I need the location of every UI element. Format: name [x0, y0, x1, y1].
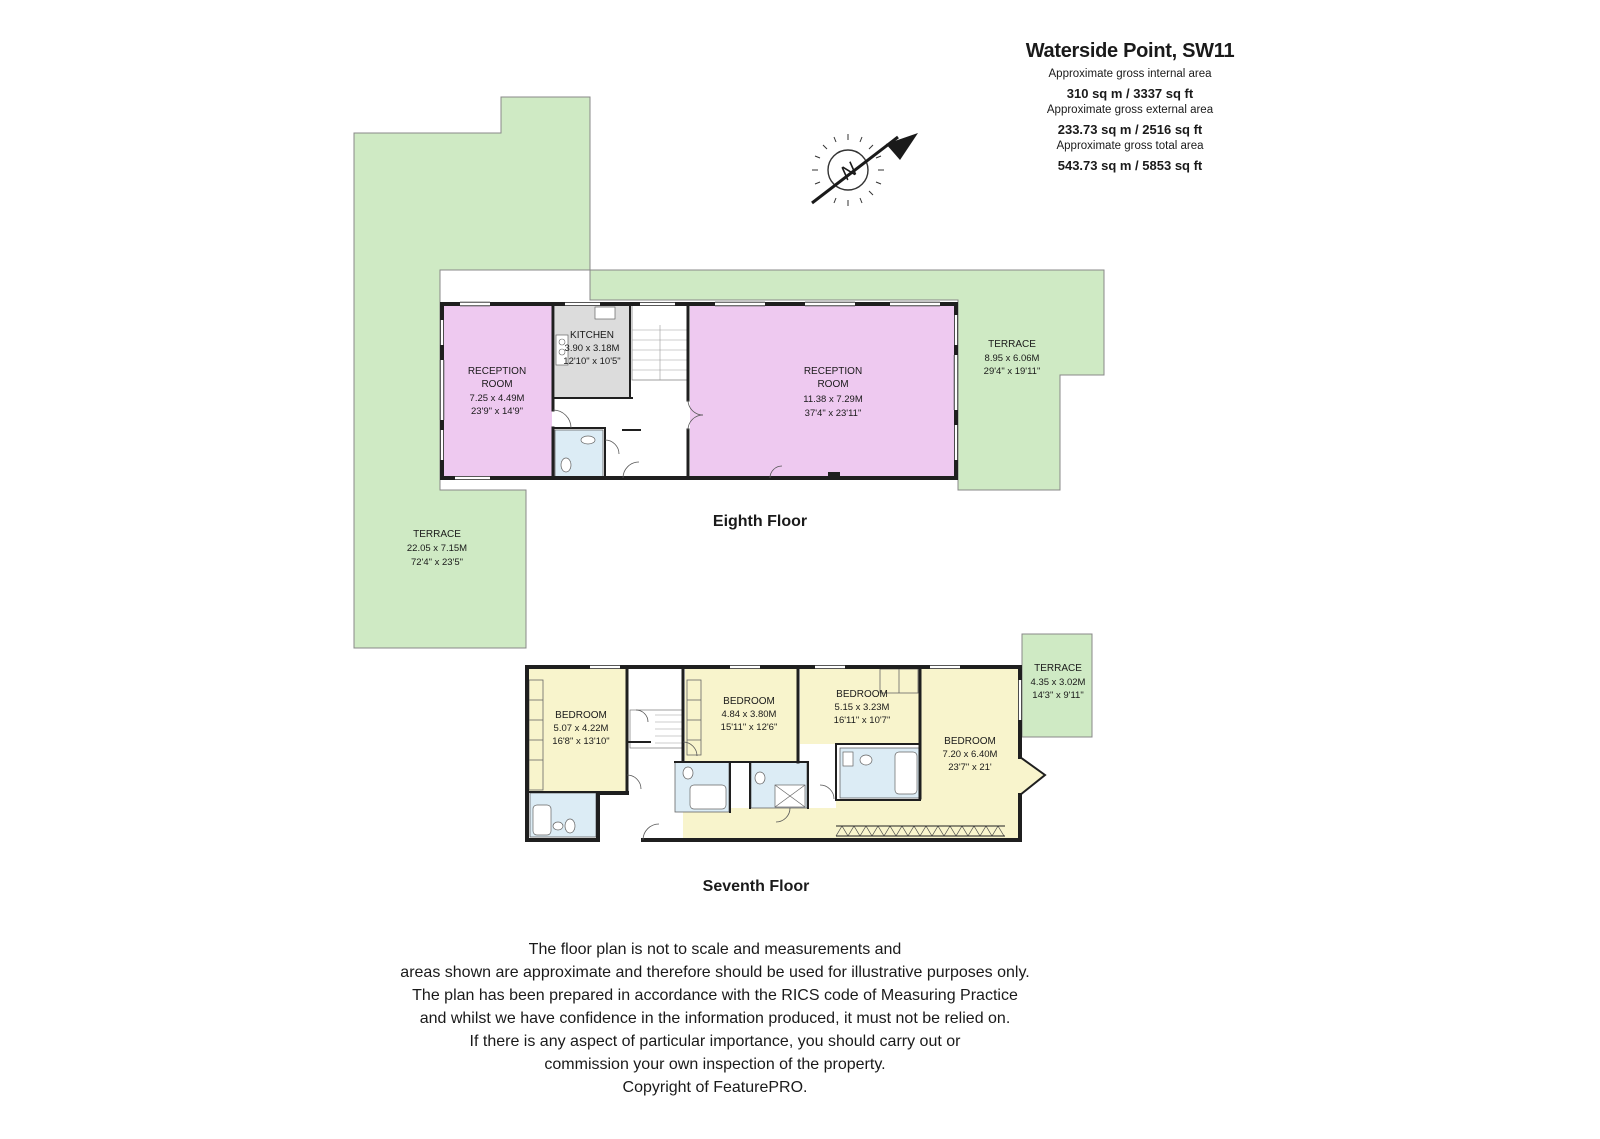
svg-text:4.84 x 3.80M: 4.84 x 3.80M	[722, 709, 777, 720]
svg-text:7.20 x 6.40M: 7.20 x 6.40M	[943, 749, 998, 760]
area-summary: Waterside Point, SW11 Approximate gross …	[960, 40, 1300, 175]
staircase	[631, 304, 688, 381]
stair-hall	[629, 667, 683, 840]
seventh-floor-plan	[525, 633, 1093, 842]
svg-text:4.35 x 3.02M: 4.35 x 3.02M	[1031, 677, 1086, 688]
svg-text:15'11" x 12'6": 15'11" x 12'6"	[721, 722, 778, 733]
terrace-seventh	[1021, 633, 1093, 738]
svg-text:RECEPTION: RECEPTION	[804, 366, 862, 377]
reception-room-left	[442, 305, 552, 478]
terrace-west	[353, 96, 591, 649]
eighth-floor-label: Eighth Floor	[713, 513, 807, 530]
svg-text:KITCHEN: KITCHEN	[570, 330, 614, 341]
svg-text:29'4" x 19'11": 29'4" x 19'11"	[984, 366, 1041, 377]
svg-text:TERRACE: TERRACE	[413, 529, 461, 540]
disclaimer-line: The floor plan is not to scale and measu…	[528, 941, 902, 958]
svg-text:23'7" x 21': 23'7" x 21'	[948, 762, 992, 773]
svg-text:5.07 x 4.22M: 5.07 x 4.22M	[554, 723, 609, 734]
svg-text:BEDROOM: BEDROOM	[555, 710, 607, 721]
cloakroom-wc	[554, 429, 604, 479]
svg-text:TERRACE: TERRACE	[1034, 663, 1082, 674]
eighth-floor-labels: RECEPTION ROOM 7.25 x 4.49M 23'9" x 14'9…	[407, 330, 1040, 568]
disclaimer-line: areas shown are approximate and therefor…	[400, 964, 1030, 981]
svg-text:ROOM: ROOM	[481, 379, 512, 390]
disclaimer-line: and whilst we have confidence in the inf…	[419, 1010, 1011, 1027]
svg-text:11.38 x 7.29M: 11.38 x 7.29M	[803, 394, 863, 405]
external-area-label: Approximate gross external area	[1046, 104, 1214, 116]
bedroom-1	[527, 667, 627, 791]
seventh-floor-label: Seventh Floor	[703, 878, 810, 895]
total-area-label: Approximate gross total area	[1056, 140, 1204, 152]
disclaimer-line: commission your own inspection of the pr…	[544, 1056, 886, 1073]
disclaimer: The floor plan is not to scale and measu…	[300, 938, 1130, 1099]
svg-text:BEDROOM: BEDROOM	[836, 689, 888, 700]
internal-area-label: Approximate gross internal area	[1048, 68, 1212, 80]
bedroom-4	[700, 667, 1045, 840]
seventh-floor-labels: BEDROOM 5.07 x 4.22M 16'8" x 13'10" BEDR…	[552, 663, 1085, 895]
svg-text:12'10" x 10'5": 12'10" x 10'5"	[563, 356, 620, 367]
compass-icon: N	[811, 133, 918, 206]
internal-area-value: 310 sq m / 3337 sq ft	[1066, 86, 1194, 101]
eighth-floor-plan	[353, 96, 1105, 649]
svg-text:37'4" x 23'11": 37'4" x 23'11"	[805, 408, 862, 419]
disclaimer-line: If there is any aspect of particular imp…	[469, 1033, 961, 1050]
svg-text:16'11" x 10'7": 16'11" x 10'7"	[834, 715, 891, 726]
svg-text:14'3" x 9'11": 14'3" x 9'11"	[1032, 690, 1083, 701]
svg-text:ROOM: ROOM	[817, 379, 848, 390]
svg-text:BEDROOM: BEDROOM	[723, 696, 775, 707]
total-area-value: 543.73 sq m / 5853 sq ft	[1057, 158, 1203, 173]
svg-text:7.25 x 4.49M: 7.25 x 4.49M	[470, 393, 525, 404]
svg-text:BEDROOM: BEDROOM	[944, 736, 996, 747]
svg-text:16'8" x 13'10": 16'8" x 13'10"	[552, 736, 609, 747]
svg-text:3.90 x 3.18M: 3.90 x 3.18M	[565, 343, 620, 354]
svg-text:RECEPTION: RECEPTION	[468, 366, 526, 377]
svg-text:22.05 x 7.15M: 22.05 x 7.15M	[407, 543, 467, 554]
property-title: Waterside Point, SW11	[1025, 40, 1235, 62]
bedroom-3	[800, 667, 920, 744]
svg-text:8.95 x 6.06M: 8.95 x 6.06M	[985, 353, 1040, 364]
svg-text:5.15 x 3.23M: 5.15 x 3.23M	[835, 702, 890, 713]
reception-room-main	[690, 305, 956, 478]
svg-text:72'4" x 23'5": 72'4" x 23'5"	[411, 557, 463, 568]
terrace-east	[589, 269, 1105, 491]
svg-text:TERRACE: TERRACE	[988, 339, 1036, 350]
bedroom-2	[685, 667, 797, 761]
svg-text:23'9" x 14'9": 23'9" x 14'9"	[471, 406, 523, 417]
disclaimer-line: The plan has been prepared in accordance…	[412, 987, 1018, 1004]
disclaimer-line: Copyright of FeaturePRO.	[622, 1079, 808, 1096]
external-area-value: 233.73 sq m / 2516 sq ft	[1057, 122, 1203, 137]
